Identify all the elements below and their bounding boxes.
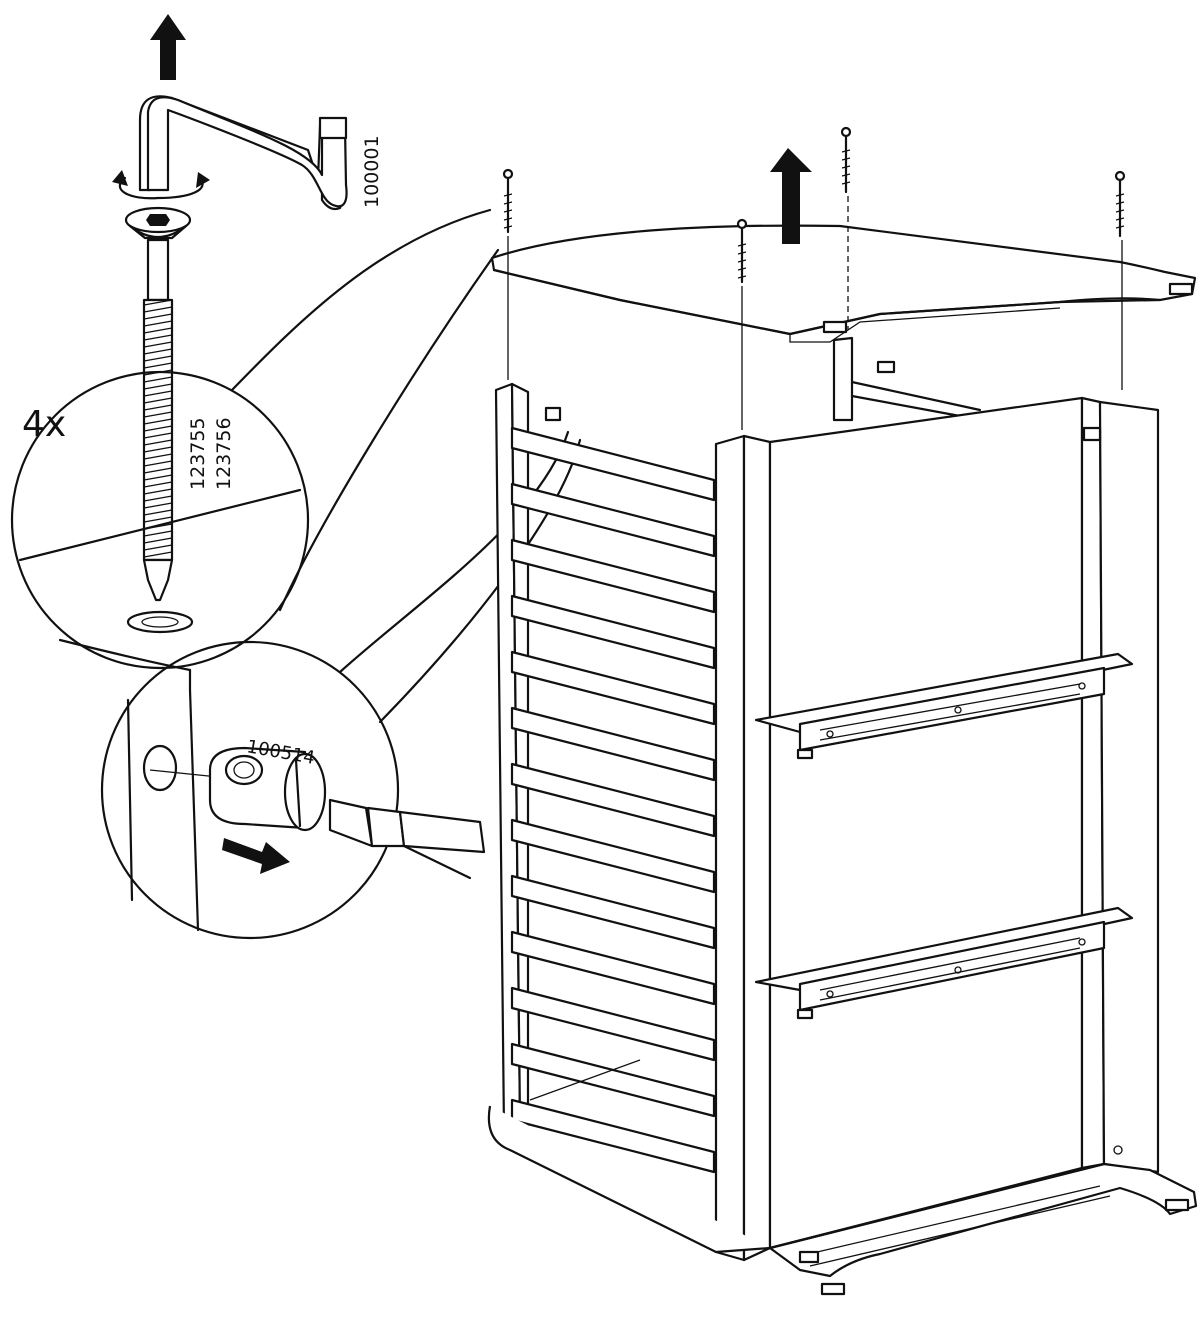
allen-key-detail — [112, 14, 348, 602]
bolt-part-number-a: 123755 — [187, 417, 209, 490]
magnified-circle-bolt — [10, 208, 500, 692]
slatted-side — [494, 382, 716, 1174]
bolt-part-number-b: 123756 — [213, 417, 235, 490]
bolt-thread — [142, 298, 174, 602]
screw-icon — [502, 126, 1126, 284]
top-panel — [490, 224, 1197, 343]
screwdriver-icon — [328, 798, 486, 880]
arrow-up-icon — [150, 14, 186, 80]
rotate-icon — [112, 170, 210, 200]
crib-assembly — [487, 126, 1198, 1296]
allen-key-icon — [138, 95, 348, 211]
arrow-up-icon — [770, 148, 812, 244]
arrow-right-icon — [222, 838, 290, 874]
drawer-rail-upper — [754, 652, 1134, 760]
drawer-rail-lower — [754, 906, 1134, 1020]
magnified-circle-barrel-nut — [100, 430, 582, 940]
allen-key-part-number: 100001 — [361, 135, 383, 208]
front-panel — [768, 396, 1160, 1250]
quantity-label: 4x — [22, 404, 66, 445]
base-plate — [487, 1059, 1198, 1296]
